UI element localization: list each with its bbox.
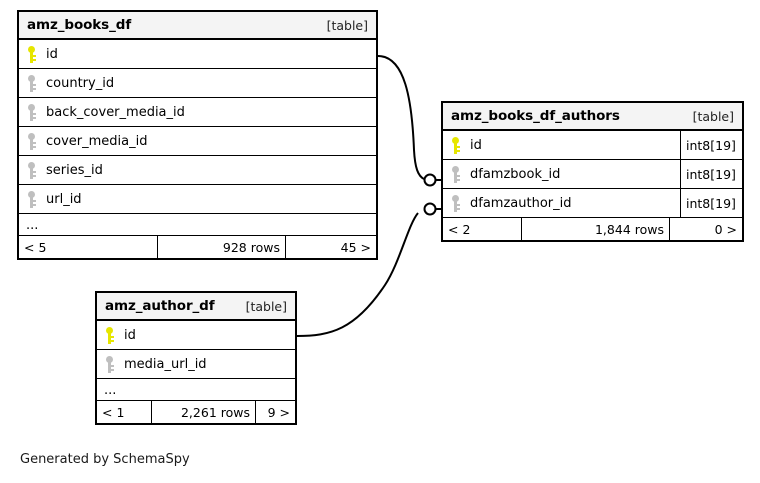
column-cell: country_id [19, 74, 376, 92]
foreign-key-icon [104, 355, 116, 373]
footer-children-count[interactable]: 0 > [669, 218, 742, 240]
table-columns: id country_id back_cover_media_id cover_… [19, 40, 376, 214]
table-amz-books-df-authors[interactable]: amz_books_df_authors [table] id int8[19]… [441, 101, 744, 242]
column-name: dfamzauthor_id [470, 195, 572, 211]
footer-parents-count[interactable]: < 1 [102, 404, 125, 420]
zero-cardinality-circle [423, 173, 437, 187]
column-name: cover_media_id [46, 133, 148, 149]
primary-key-icon [26, 45, 38, 63]
table-columns: id int8[19] dfamzbook_id int8[19] dfamza… [443, 131, 742, 218]
column-cell: id [97, 326, 295, 344]
footer-row-count: 928 rows [157, 236, 285, 258]
table-title: amz_author_df [105, 298, 215, 314]
table-footer: < 1 2,261 rows 9 > [97, 401, 295, 423]
foreign-key-icon [26, 103, 38, 121]
column-name: series_id [46, 162, 103, 178]
foreign-key-icon [26, 132, 38, 150]
table-row[interactable]: series_id [19, 156, 376, 185]
column-name: id [124, 327, 136, 343]
table-row[interactable]: country_id [19, 69, 376, 98]
table-row[interactable]: id [97, 321, 295, 350]
table-header: amz_books_df [table] [19, 12, 376, 40]
column-name: id [470, 137, 482, 153]
column-cell: media_url_id [97, 355, 295, 373]
column-cell: back_cover_media_id [19, 103, 376, 121]
column-cell: dfamzauthor_id [443, 194, 680, 212]
table-row[interactable]: back_cover_media_id [19, 98, 376, 127]
footer-parents-count[interactable]: < 5 [24, 239, 47, 255]
table-header: amz_author_df [table] [97, 293, 295, 321]
column-name: dfamzbook_id [470, 166, 561, 182]
table-row[interactable]: url_id [19, 185, 376, 214]
table-amz-books-df[interactable]: amz_books_df [table] id country_id back_ [17, 10, 378, 260]
footer-row-count: 1,844 rows [521, 218, 669, 240]
column-name: id [46, 46, 58, 62]
footer-children-count[interactable]: 45 > [285, 236, 376, 258]
zero-cardinality-circle [423, 202, 437, 216]
column-name: back_cover_media_id [46, 104, 185, 120]
primary-key-icon [104, 326, 116, 344]
column-type: int8[19] [680, 160, 742, 188]
foreign-key-icon [450, 194, 462, 212]
foreign-key-icon [26, 161, 38, 179]
foreign-key-icon [26, 74, 38, 92]
table-columns: id media_url_id [97, 321, 295, 379]
column-name: country_id [46, 75, 115, 91]
column-cell: cover_media_id [19, 132, 376, 150]
column-type: int8[19] [680, 131, 742, 159]
table-row[interactable]: cover_media_id [19, 127, 376, 156]
column-cell: series_id [19, 161, 376, 179]
table-title: amz_books_df [27, 17, 132, 33]
more-columns-indicator: ... [97, 379, 295, 401]
column-cell: id [19, 45, 376, 63]
table-footer: < 5 928 rows 45 > [19, 236, 376, 258]
column-cell: url_id [19, 190, 376, 208]
column-name: url_id [46, 191, 82, 207]
table-type-tag: [table] [692, 108, 734, 124]
table-footer: < 2 1,844 rows 0 > [443, 218, 742, 240]
footer-row-count: 2,261 rows [151, 401, 255, 423]
footer-children-count[interactable]: 9 > [255, 401, 295, 423]
table-row[interactable]: media_url_id [97, 350, 295, 379]
column-cell: id [443, 136, 680, 154]
primary-key-icon [450, 136, 462, 154]
footer-parents-count[interactable]: < 2 [448, 221, 471, 237]
table-type-tag: [table] [326, 17, 368, 33]
column-type: int8[19] [680, 189, 742, 217]
more-columns-indicator: ... [19, 214, 376, 236]
table-type-tag: [table] [245, 298, 287, 314]
table-row[interactable]: dfamzauthor_id int8[19] [443, 189, 742, 218]
foreign-key-icon [26, 190, 38, 208]
foreign-key-icon [450, 165, 462, 183]
column-cell: dfamzbook_id [443, 165, 680, 183]
relationship-line [377, 55, 425, 180]
generator-credit: Generated by SchemaSpy [20, 452, 190, 467]
column-name: media_url_id [124, 356, 207, 372]
table-amz-author-df[interactable]: amz_author_df [table] id media_url_id ..… [95, 291, 297, 425]
table-row[interactable]: id [19, 40, 376, 69]
table-row[interactable]: id int8[19] [443, 131, 742, 160]
table-title: amz_books_df_authors [451, 108, 620, 124]
table-header: amz_books_df_authors [table] [443, 103, 742, 131]
table-row[interactable]: dfamzbook_id int8[19] [443, 160, 742, 189]
